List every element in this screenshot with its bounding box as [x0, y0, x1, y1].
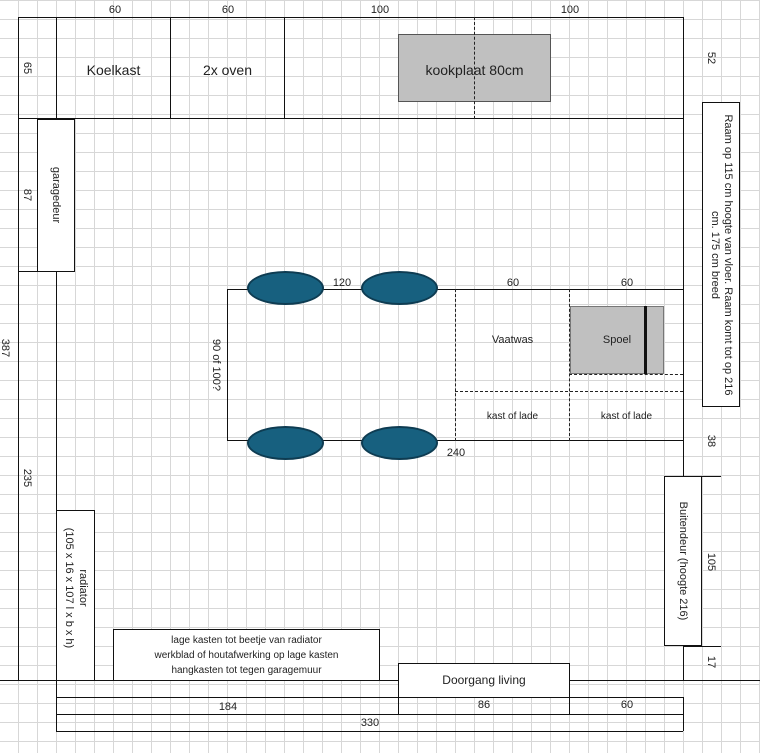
fridge-divider	[170, 17, 171, 119]
dim-right-17: 17	[705, 655, 717, 669]
dim-top-oven: 60	[221, 4, 235, 16]
fridge-label: Koelkast	[86, 62, 141, 78]
dim-right-105: 105	[705, 552, 717, 572]
dim-counter-240: 240	[446, 447, 466, 459]
dim-left-387: 387	[0, 338, 11, 358]
sink-label: Spoel	[602, 334, 632, 346]
cabinet-note-text: lage kasten tot beetje van radiator werk…	[113, 630, 380, 680]
cabinet-note	[113, 629, 380, 681]
floor-line	[0, 680, 760, 681]
island-mid-line	[455, 391, 683, 392]
island-left-line	[227, 289, 228, 441]
doorway	[398, 663, 570, 698]
dim-counter-60a: 60	[506, 277, 520, 289]
dim-bottom-60: 60	[620, 699, 634, 711]
radiator-dims: (105 x 16 x 107 l x b x h)	[63, 527, 75, 649]
dim-counter-depth: 90 of 100?	[210, 339, 222, 391]
dim-bottom-184: 184	[218, 701, 238, 713]
note-line-1: lage kasten tot beetje van radiator	[171, 634, 322, 646]
chair-bottom-left	[247, 426, 324, 460]
dim-top-fridge: 60	[108, 4, 122, 16]
island-sink-line	[569, 374, 683, 375]
window-label: Raam op 115 cm hoogte van vloer. Raam ko…	[704, 106, 738, 404]
dim-counter-60b: 60	[620, 277, 634, 289]
bottom-dim-tick-1	[398, 697, 399, 714]
dim-bottom-330: 330	[360, 717, 380, 729]
right-dim-tick-2	[683, 646, 721, 647]
note-line-2: werkblad of houtafwerking op lage kasten	[154, 649, 339, 661]
hob-centerline	[474, 17, 475, 119]
dim-left-235: 235	[21, 468, 33, 488]
outside-door-label: Buitendeur (hoogte 216)	[677, 501, 689, 621]
dim-bottom-86: 86	[477, 699, 491, 711]
doorway-label: Doorgang living	[442, 673, 526, 687]
right-wall-line	[683, 17, 684, 681]
top-wall-line	[56, 17, 683, 18]
kitchen-row-bottom-line	[18, 118, 683, 119]
bottom-dim-tick-3	[683, 697, 684, 731]
radiator-title: radiator	[77, 569, 89, 607]
dim-top-hob-right: 100	[560, 4, 580, 16]
left-dim-line-top	[18, 17, 56, 18]
bottom-dim-line-3	[56, 731, 683, 732]
radiator-label: radiator (105 x 16 x 107 l x b x h)	[59, 508, 93, 668]
bottom-dim-tick-2	[569, 697, 570, 714]
chair-top-left	[247, 271, 324, 305]
island-divider-1	[455, 289, 456, 441]
island-divider-2	[569, 289, 570, 441]
dim-right-52: 52	[705, 51, 717, 65]
dim-counter-120: 120	[332, 277, 352, 289]
window-label-text: Raam op 115 cm hoogte van vloer. Raam ko…	[709, 114, 734, 396]
dim-top-hob-left: 100	[370, 4, 390, 16]
outside-door	[664, 476, 702, 646]
sink	[570, 306, 664, 374]
drawer-2-label: kast of lade	[600, 410, 653, 422]
left-outer-line	[18, 17, 19, 681]
note-line-3: hangkasten tot tegen garagemuur	[171, 664, 322, 676]
garage-door-label: garagedeur	[50, 166, 62, 224]
oven-divider	[284, 17, 285, 119]
oven-label: 2x oven	[202, 62, 253, 78]
window	[702, 102, 740, 407]
dishwasher-label: Vaatwas	[491, 334, 534, 346]
dim-left-87: 87	[21, 188, 33, 202]
chair-bottom-right	[361, 426, 438, 460]
garage-door	[37, 119, 75, 272]
dim-left-65: 65	[21, 61, 33, 75]
bottom-dim-line-2	[56, 714, 683, 715]
dim-right-38: 38	[705, 434, 717, 448]
radiator	[56, 510, 95, 681]
chair-top-right	[361, 271, 438, 305]
bottom-dim-line-1	[56, 697, 683, 698]
sink-faucet-bar	[644, 306, 647, 374]
drawer-1-label: kast of lade	[486, 410, 539, 422]
right-dim-tick-1	[683, 476, 721, 477]
left-wall-line	[56, 17, 57, 731]
